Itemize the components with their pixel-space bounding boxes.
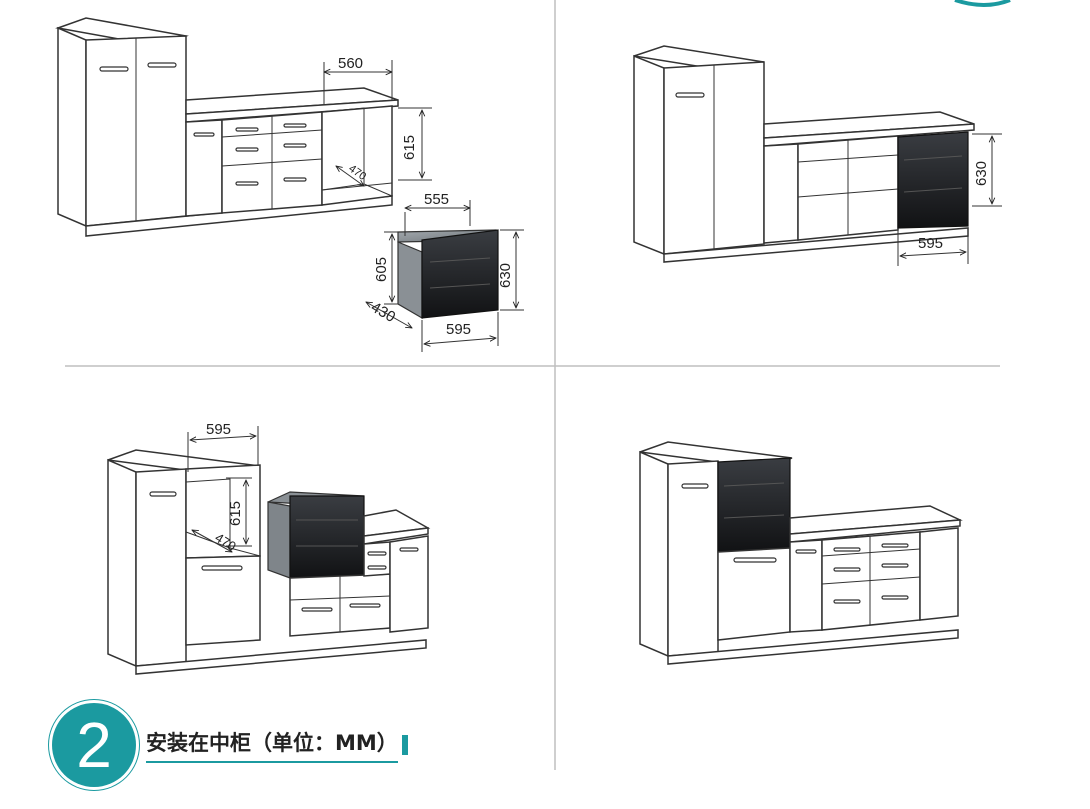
dim-unit-depth: 430	[368, 299, 398, 326]
counter-edge	[763, 123, 975, 147]
tall-cabinet-front	[135, 468, 187, 667]
door-handle	[149, 491, 177, 497]
dim-unit-top-width: 555	[424, 191, 449, 208]
door-handle	[681, 483, 709, 489]
tall-cabinet-front	[667, 460, 719, 657]
appliance-front-panel	[289, 495, 365, 579]
dim-height: 630	[973, 161, 990, 186]
plinth	[135, 639, 427, 675]
dim-width: 595	[918, 235, 943, 252]
tall-cabinet-side	[107, 458, 137, 668]
tall-cabinet-side	[633, 54, 665, 256]
top-accent-arc	[954, 0, 1011, 7]
dim-unit-panel-height: 630	[497, 263, 514, 288]
installed-appliance-panel	[717, 457, 791, 553]
lower-door	[185, 555, 261, 646]
caption-title: 安装在中柜（单位：MM）	[146, 727, 398, 763]
counter-edge	[363, 527, 429, 545]
tall-cabinet-side	[57, 26, 87, 228]
plinth	[667, 629, 959, 665]
dim-niche-width: 560	[338, 55, 363, 72]
counter-edge	[789, 519, 961, 543]
lower-cabinet-door	[763, 143, 799, 244]
lower-cabinet-door	[389, 535, 429, 633]
lower-cabinet-door	[789, 539, 823, 633]
appliance-side	[267, 501, 291, 579]
caption-accent-bar	[401, 735, 408, 755]
tall-cabinet-side	[639, 450, 669, 658]
counter-edge	[185, 99, 399, 123]
door-handle	[99, 66, 129, 72]
quadrant-top-right: 630 595	[633, 45, 1002, 266]
door-handle	[147, 62, 177, 68]
door-handle	[675, 92, 705, 98]
installed-appliance-panel	[897, 131, 969, 229]
empty-niche	[321, 105, 393, 206]
dim-niche-width: 595	[206, 421, 231, 438]
appliance-side	[397, 241, 423, 320]
quadrant-bottom-left: 595 615 470	[107, 421, 431, 675]
dim-niche-height: 615	[227, 501, 244, 526]
step-caption: 2 安装在中柜（单位：MM）	[52, 700, 408, 790]
quadrant-bottom-right	[639, 441, 963, 665]
step-number: 2	[76, 709, 112, 781]
dim-unit-body-height: 605	[373, 257, 390, 282]
dim-niche-height: 615	[401, 135, 418, 160]
step-badge: 2	[52, 703, 136, 787]
dim-unit-panel-width: 595	[446, 321, 471, 338]
appliance-front-panel	[421, 229, 499, 319]
quadrant-top-left: 560 615 470 555 605 630 430 595	[55, 17, 524, 352]
